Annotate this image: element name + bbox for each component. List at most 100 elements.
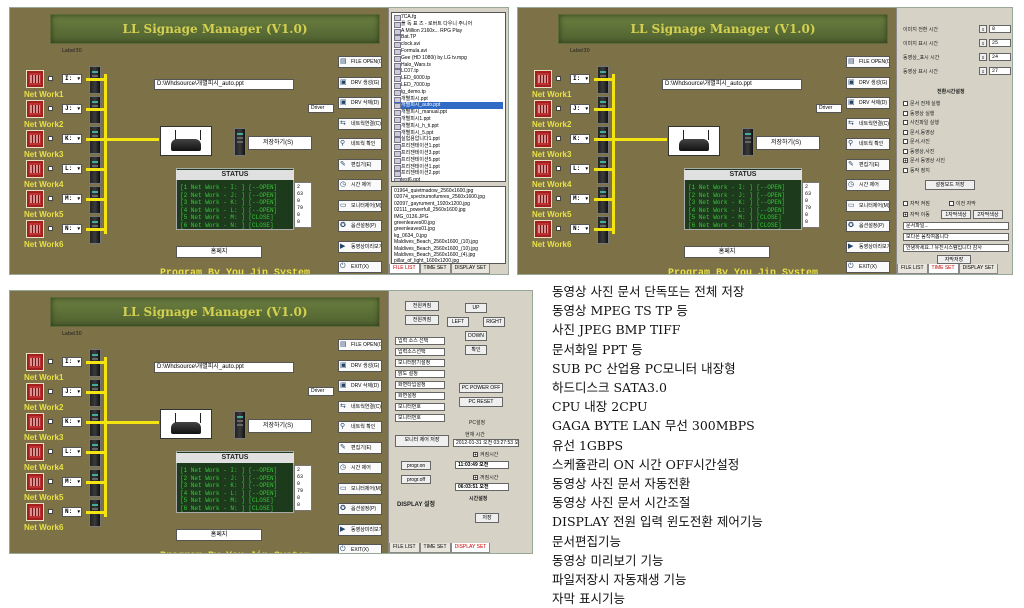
monitor-select[interactable]: 밝도 설정 bbox=[395, 370, 445, 378]
check-button[interactable]: ⚲네트웍 확인 bbox=[338, 138, 382, 150]
network-checkbox[interactable] bbox=[48, 106, 53, 111]
subtitle-text-input[interactable]: 보다폰 움직여봅니다 bbox=[903, 233, 1009, 241]
list-item[interactable]: 개별피시_auto.ppt bbox=[394, 102, 503, 110]
file-path-input[interactable]: D:\Whdsource\개별피시_auto.ppt bbox=[662, 79, 802, 90]
homepage-button[interactable]: 홈페지 bbox=[684, 246, 770, 258]
drive-select[interactable]: K: bbox=[62, 134, 82, 144]
mode-checkbox[interactable]: 문서 전체 실행 bbox=[903, 100, 940, 107]
network-checkbox[interactable] bbox=[556, 76, 561, 81]
drive-select[interactable]: N: bbox=[62, 507, 82, 517]
network-checkbox[interactable] bbox=[556, 136, 561, 141]
drive-select[interactable]: I: bbox=[62, 357, 82, 367]
list-item[interactable]: Bat.TP bbox=[394, 34, 503, 42]
list-item[interactable]: 개별피시_h_ti.ppt bbox=[394, 123, 503, 130]
list-item[interactable]: 프리젠테이션1.ppt bbox=[394, 143, 503, 150]
list-item[interactable]: pillar_of_light_1600x1200.jpg bbox=[394, 258, 460, 264]
on-time-check[interactable]: 켜짐시간 bbox=[473, 451, 498, 458]
folder-button[interactable]: ▤FILE OPEN(O) bbox=[846, 56, 890, 68]
exit-button[interactable]: ⏻EXIT(X) bbox=[846, 261, 890, 273]
program-off-button[interactable]: progr.off bbox=[401, 475, 431, 484]
list-item[interactable]: 프리젠테이션5.ppt bbox=[394, 157, 503, 164]
list-item[interactable]: 02111_powerfull_2560x1600.jpg bbox=[394, 207, 466, 214]
list-item[interactable]: 프리젠테이션2.ppt bbox=[394, 170, 503, 178]
drive-select[interactable]: J: bbox=[570, 104, 590, 114]
clock-button[interactable]: ◷시간 제어 bbox=[338, 462, 382, 474]
network-checkbox[interactable] bbox=[48, 389, 53, 394]
checkbox-icon[interactable] bbox=[903, 201, 908, 207]
option-button[interactable]: ✪옵션설정(P) bbox=[846, 220, 890, 232]
subtitle-move-check[interactable]: 자막 이동 bbox=[903, 211, 930, 218]
spinner-arrows[interactable]: ⇕ bbox=[979, 67, 987, 75]
list-item[interactable]: 프리젠테이션1.ppt bbox=[394, 164, 503, 171]
list-item[interactable]: 개별피시_manual.ppt bbox=[394, 109, 503, 116]
drive-select[interactable]: L: bbox=[570, 164, 590, 174]
clock-button[interactable]: ◷시간 제어 bbox=[338, 179, 382, 191]
tab-display-set[interactable]: DISPLAY SET bbox=[958, 264, 999, 274]
edit-button[interactable]: ✎편집기(E) bbox=[846, 158, 890, 171]
list-item[interactable]: 폴 독 표 즈 - 로버트 다우니 주니어 bbox=[394, 21, 503, 28]
drive-select[interactable]: J: bbox=[62, 104, 82, 114]
checkbox-icon[interactable] bbox=[903, 110, 908, 116]
monitor-select[interactable]: 입력소스선택 bbox=[395, 348, 445, 356]
network-checkbox[interactable] bbox=[48, 166, 53, 171]
checkbox-icon[interactable] bbox=[473, 475, 478, 481]
network-button[interactable]: ⇆네트웍연결(C) bbox=[338, 117, 382, 130]
drive-select[interactable]: J: bbox=[62, 387, 82, 397]
drive-add-button[interactable]: ▣DRV 생성(G) bbox=[338, 76, 382, 89]
drive-add-button[interactable]: ▣DRV 생성(G) bbox=[338, 359, 382, 372]
drive-select[interactable]: I: bbox=[62, 74, 82, 84]
tab-file-list[interactable]: FILE LIST bbox=[389, 543, 420, 553]
video-button[interactable]: ▶동영상미리보기 bbox=[338, 240, 382, 253]
check-button[interactable]: ⚲네트웍 확인 bbox=[338, 421, 382, 433]
tab-display-set[interactable]: DISPLAY SET bbox=[450, 264, 491, 274]
list-item[interactable]: test6.ppt bbox=[394, 177, 503, 181]
power-button[interactable]: 전원꺼짐 bbox=[405, 315, 439, 325]
program-on-button[interactable]: progr.on bbox=[401, 461, 431, 470]
time-spinner[interactable]: 25 bbox=[989, 39, 1011, 47]
list-item[interactable]: IMG_0136.JPG bbox=[394, 213, 429, 220]
list-item[interactable]: Formula.avi bbox=[394, 48, 503, 55]
time-spinner[interactable]: 8 bbox=[989, 25, 1011, 33]
drive-add-button[interactable]: ▣DRV 생성(G) bbox=[846, 76, 890, 89]
network-checkbox[interactable] bbox=[48, 509, 53, 514]
tab-time-set[interactable]: TIME SET bbox=[419, 543, 451, 553]
remote-pad-button[interactable]: UP bbox=[465, 303, 487, 313]
drive-select[interactable]: L: bbox=[62, 447, 82, 457]
file-path-input[interactable]: D:\Whdsource\개별피시_auto.ppt bbox=[154, 79, 294, 90]
network-checkbox[interactable] bbox=[48, 226, 53, 231]
off-time-input[interactable]: 06:03:51 오전 bbox=[455, 483, 509, 491]
mode-checkbox[interactable]: 동작 정지 bbox=[903, 167, 930, 174]
edit-button[interactable]: ✎편집기(E) bbox=[338, 158, 382, 171]
driver-select[interactable]: Driver bbox=[308, 104, 334, 113]
network-checkbox[interactable] bbox=[48, 359, 53, 364]
pc-reset-button[interactable]: PC RESET bbox=[459, 397, 503, 407]
check-button[interactable]: ⚲네트웍 확인 bbox=[846, 138, 890, 150]
drive-select[interactable]: L: bbox=[62, 164, 82, 174]
subtitle-on-check[interactable]: 자막 켜짐 bbox=[903, 200, 930, 207]
list-item[interactable]: kg_0634_0.jpg bbox=[394, 232, 427, 239]
time-spinner[interactable]: 24 bbox=[989, 53, 1011, 61]
network-checkbox[interactable] bbox=[48, 136, 53, 141]
clock-button[interactable]: ◷시간 제어 bbox=[846, 179, 890, 191]
list-item[interactable]: clock.avi bbox=[394, 41, 503, 48]
monitor-select[interactable]: 모니터번호 bbox=[395, 414, 445, 422]
drive-select[interactable]: K: bbox=[62, 417, 82, 427]
list-item[interactable]: lg_demo.tp bbox=[394, 89, 503, 96]
pc-power-button[interactable]: PC POWER OFF bbox=[459, 383, 503, 393]
save-button[interactable]: 저장하기(S) bbox=[248, 419, 312, 433]
list-item[interactable]: 개별피시_5.ppt bbox=[394, 130, 503, 137]
list-item[interactable]: 01964_quietmadow_2560x1600.jpg bbox=[394, 188, 474, 194]
list-item[interactable]: LC07.tp bbox=[394, 68, 503, 76]
monitor-select[interactable]: 모니터번호 bbox=[395, 403, 445, 411]
mode-checkbox[interactable]: 동영상 실행 bbox=[903, 110, 934, 117]
checkbox-icon[interactable] bbox=[903, 120, 908, 126]
drive-select[interactable]: N: bbox=[62, 224, 82, 234]
list-item[interactable]: 실험용압니다1.ppt bbox=[394, 136, 503, 144]
exit-button[interactable]: ⏻EXIT(X) bbox=[338, 261, 382, 273]
tab-file-list[interactable]: FILE LIST bbox=[897, 264, 928, 274]
network-checkbox[interactable] bbox=[556, 106, 561, 111]
spinner-arrows[interactable]: ⇕ bbox=[979, 25, 987, 33]
monitor-select[interactable]: 화면설정 bbox=[395, 392, 445, 400]
